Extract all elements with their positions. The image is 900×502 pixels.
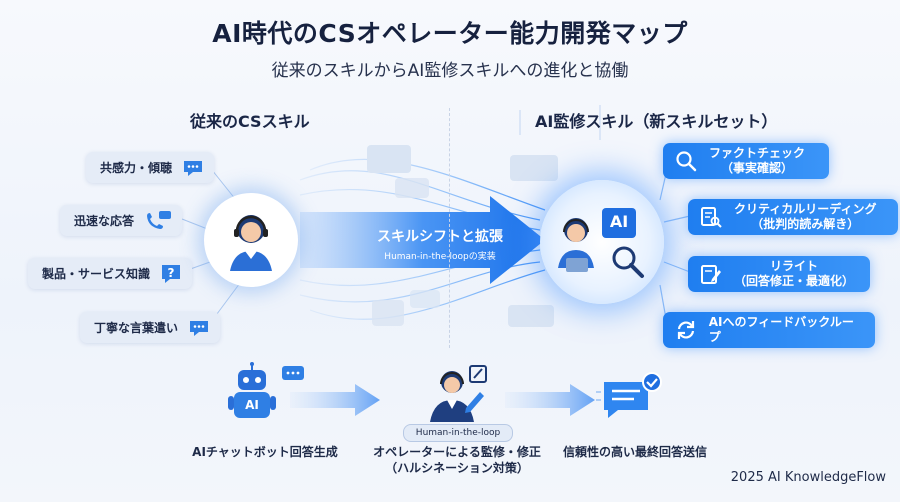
arrow-main-label: スキルシフトと拡張 [377,229,503,245]
skill-line-1: AIへのフィードバックループ [708,315,854,344]
ai-operator-icon [558,208,644,278]
skill-line-1: リライト [770,259,819,273]
magnifier-icon [676,151,697,172]
left-section-title: 従来のCSスキル [190,112,310,131]
left-skill-1: 共感力・傾聴 [86,152,215,183]
operator-step-icon [422,364,492,424]
right-section-title: AI監修スキル（新スキルセット） [535,112,778,131]
page-title: AI時代のCSオペレーター能力開発マップ [212,19,688,48]
right-skill-3: リライト （回答修正・最適化） [688,256,870,292]
operator-avatar-circle [204,193,298,287]
step-line-2: （ハルシネーション対策） [385,461,529,475]
right-skill-2: クリティカルリーディング （批判的読み解き） [688,199,898,235]
loop-arrows-icon [677,321,695,339]
chat-bubble-icon [410,290,440,308]
operator-headset-icon [230,215,272,271]
footer-credit: 2025 AI KnowledgeFlow [730,470,886,485]
right-skill-1: ファクトチェック （事実確認） [663,143,829,179]
skill-label: 丁寧な言葉遣い [94,321,179,335]
left-skill-3: 製品・サービス知識 ? [28,258,193,289]
skill-label: 製品・サービス知識 [42,267,151,281]
left-skill-2: 迅速な応答 [60,205,183,236]
chat-bubble-icon [367,145,411,173]
arrow-sub-label: Human-in-the-loopの実装 [384,252,496,262]
step-line-1: AIチャットボット回答生成 [192,445,338,459]
operator-edit-icon [430,365,487,422]
step-line-1: オペレーターによる監修・修正 [373,445,541,459]
skill-line-2: （回答修正・最適化） [734,274,855,288]
chat-bubble-icon [510,155,558,181]
right-skill-4: AIへのフィードバックループ [663,312,875,348]
ai-operator-circle: AI [540,180,664,304]
bottom-step-1-label: AIチャットボット回答生成 [175,444,355,460]
chat-bubble-icon [184,160,203,176]
phone-chat-icon [147,210,172,229]
ai-badge: AI [609,212,629,231]
robot-ai-badge: AI [245,398,259,412]
skill-label: 共感力・傾聴 [100,161,173,175]
skill-line-2: （批判的読み解き） [751,217,860,231]
left-skill-4: 丁寧な言葉遣い [80,312,221,343]
verified-message-icon [596,372,662,418]
chat-bubble-icon [395,178,429,198]
human-in-the-loop-tag: Human-in-the-loop [403,424,513,442]
section-divider [449,108,450,348]
bottom-step-3-label: 信頼性の高い最終回答送信 [555,444,715,460]
skill-line-2: （事実確認） [721,161,794,175]
page-subtitle: 従来のスキルからAI監修スキルへの進化と協働 [271,61,629,81]
chat-bubble-icon [372,300,404,326]
svg-text:?: ? [168,266,175,280]
step-line-1: 信頼性の高い最終回答送信 [562,445,707,459]
skill-line-1: クリティカルリーディング [734,202,877,216]
final-answer-step-icon [596,372,668,424]
skill-line-1: ファクトチェック [709,146,806,160]
skill-shift-arrow [300,196,545,284]
robot-icon [228,362,304,418]
chat-bubble-icon [508,305,554,327]
question-icon: ? [162,264,181,283]
chat-bubble-icon [190,320,209,336]
edit-icon [701,265,721,284]
skill-label: 迅速な応答 [74,214,135,228]
skill-shift-label: スキルシフトと拡張 Human-in-the-loopの実装 [350,226,530,262]
document-search-icon [701,207,722,228]
bottom-step-2-label: オペレーターによる監修・修正 （ハルシネーション対策） [352,444,562,476]
robot-step-icon: AI [228,362,308,424]
